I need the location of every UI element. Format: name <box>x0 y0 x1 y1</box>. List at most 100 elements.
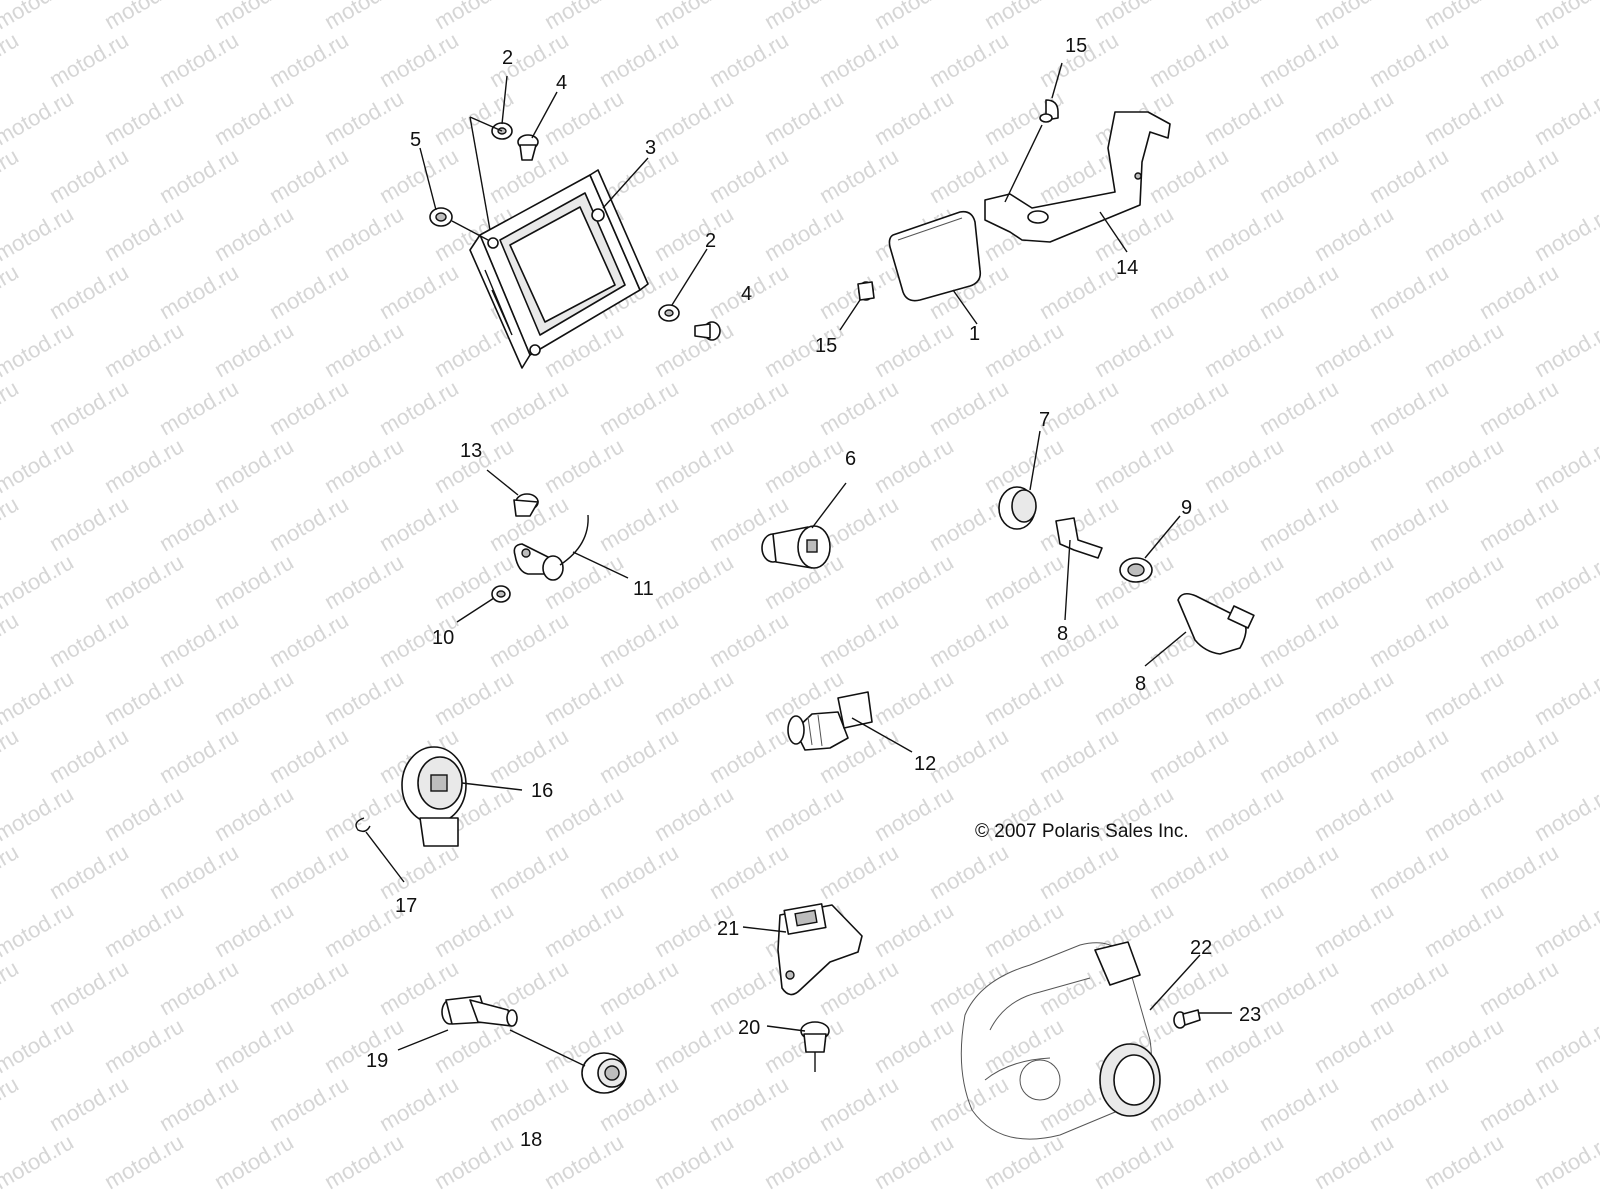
watermark-text: motod.ru <box>1200 317 1288 382</box>
part-map-sensor-21 <box>777 903 863 996</box>
watermark-text: motod.ru <box>100 85 188 150</box>
watermark-text: motod.ru <box>870 317 958 382</box>
watermark-text: motod.ru <box>0 85 78 150</box>
watermark-text: motod.ru <box>1475 491 1563 556</box>
watermark-text: motod.ru <box>1420 781 1508 846</box>
part-mounting-bracket <box>984 111 1171 243</box>
watermark-text: motod.ru <box>155 839 243 904</box>
part-ecu-module <box>469 169 649 369</box>
watermark-text: motod.ru <box>0 143 23 208</box>
watermark-text: motod.ru <box>320 85 408 150</box>
watermark-text: motod.ru <box>650 317 738 382</box>
watermark-text: motod.ru <box>430 0 518 34</box>
watermark-text: motod.ru <box>45 27 133 92</box>
watermark-text: motod.ru <box>1530 781 1600 846</box>
watermark-text: motod.ru <box>1145 839 1233 904</box>
watermark-text: motod.ru <box>1255 723 1343 788</box>
watermark-text: motod.ru <box>1255 491 1343 556</box>
watermark-text: motod.ru <box>540 433 628 498</box>
part-cap-7 <box>998 486 1037 530</box>
watermark-text: motod.ru <box>265 27 353 92</box>
watermark-text: motod.ru <box>1255 375 1343 440</box>
watermark-text: motod.ru <box>265 375 353 440</box>
watermark-text: motod.ru <box>430 1129 518 1194</box>
watermark-text: motod.ru <box>375 143 463 208</box>
watermark-text: motod.ru <box>155 1071 243 1136</box>
watermark-text: motod.ru <box>430 549 518 614</box>
callout-19: 19 <box>366 1050 388 1072</box>
watermark-text: motod.ru <box>925 839 1013 904</box>
watermark-text: motod.ru <box>1310 433 1398 498</box>
watermark-text: motod.ru <box>595 955 683 1020</box>
watermark-text: motod.ru <box>1310 781 1398 846</box>
watermark-text: motod.ru <box>1475 259 1563 324</box>
watermark-text: motod.ru <box>705 839 793 904</box>
leader-lines <box>365 62 1232 1072</box>
watermark-text: motod.ru <box>1530 549 1600 614</box>
watermark-text: motod.ru <box>1530 897 1600 962</box>
callout-7: 7 <box>1039 409 1050 431</box>
part-washer-2-right <box>658 304 680 322</box>
watermark-text: motod.ru <box>1475 723 1563 788</box>
callout-6: 6 <box>845 448 856 470</box>
watermark-text: motod.ru <box>265 143 353 208</box>
part-terminal-8 <box>1055 517 1103 559</box>
watermark-text: motod.ru <box>320 433 408 498</box>
watermark-text: motod.ru <box>1310 1129 1398 1194</box>
watermark-text: motod.ru <box>375 27 463 92</box>
watermark-text: motod.ru <box>925 955 1013 1020</box>
watermark-text: motod.ru <box>45 375 133 440</box>
watermark-text: motod.ru <box>155 955 243 1020</box>
callout-17: 17 <box>395 895 417 917</box>
watermark-text: motod.ru <box>1090 665 1178 730</box>
watermark-text: motod.ru <box>45 491 133 556</box>
watermark-text: motod.ru <box>0 375 23 440</box>
watermark-text: motod.ru <box>870 433 958 498</box>
callout-3: 3 <box>645 137 656 159</box>
watermark-text: motod.ru <box>265 607 353 672</box>
watermark-text: motod.ru <box>100 201 188 266</box>
watermark-text: motod.ru <box>540 897 628 962</box>
watermark-text: motod.ru <box>320 317 408 382</box>
watermark-text: motod.ru <box>1035 607 1123 672</box>
watermark-text: motod.ru <box>100 897 188 962</box>
part-bolt-23 <box>1173 1009 1201 1029</box>
watermark-text: motod.ru <box>925 723 1013 788</box>
watermark-text: motod.ru <box>100 781 188 846</box>
watermark-text: motod.ru <box>1365 375 1453 440</box>
watermark-text: motod.ru <box>1530 665 1600 730</box>
watermark-text: motod.ru <box>1365 27 1453 92</box>
part-sensor-11 <box>513 514 589 581</box>
watermark-text: motod.ru <box>1145 27 1233 92</box>
callout-8-terminal: 8 <box>1057 623 1068 645</box>
callout-20: 20 <box>738 1017 760 1039</box>
watermark-text: motod.ru <box>595 27 683 92</box>
callout-21: 21 <box>717 918 739 940</box>
part-bolt-13 <box>513 493 539 517</box>
watermark-text: motod.ru <box>1035 259 1123 324</box>
watermark-text: motod.ru <box>1365 491 1453 556</box>
watermark-text: motod.ru <box>760 201 848 266</box>
watermark-text: motod.ru <box>760 1129 848 1194</box>
watermark-text: motod.ru <box>705 723 793 788</box>
callout-2-right: 2 <box>705 230 716 252</box>
watermark-text: motod.ru <box>870 781 958 846</box>
watermark-text: motod.ru <box>1255 259 1343 324</box>
watermark-text: motod.ru <box>100 549 188 614</box>
watermark-text: motod.ru <box>100 1013 188 1078</box>
watermark-text: motod.ru <box>980 897 1068 962</box>
watermark-text: motod.ru <box>815 1071 903 1136</box>
watermark-text: motod.ru <box>320 781 408 846</box>
watermark-text: motod.ru <box>1255 607 1343 672</box>
part-bolt-4-right <box>694 321 721 341</box>
watermark-text: motod.ru <box>925 1071 1013 1136</box>
watermark-text: motod.ru <box>1365 1071 1453 1136</box>
watermark-text: motod.ru <box>100 433 188 498</box>
watermark-text: motod.ru <box>1475 607 1563 672</box>
watermark-text: motod.ru <box>1035 723 1123 788</box>
watermark-text: motod.ru <box>1530 0 1600 34</box>
watermark-text: motod.ru <box>1200 0 1288 34</box>
watermark-text: motod.ru <box>320 1129 408 1194</box>
part-clip-17 <box>355 817 371 833</box>
watermark-text: motod.ru <box>210 1013 298 1078</box>
